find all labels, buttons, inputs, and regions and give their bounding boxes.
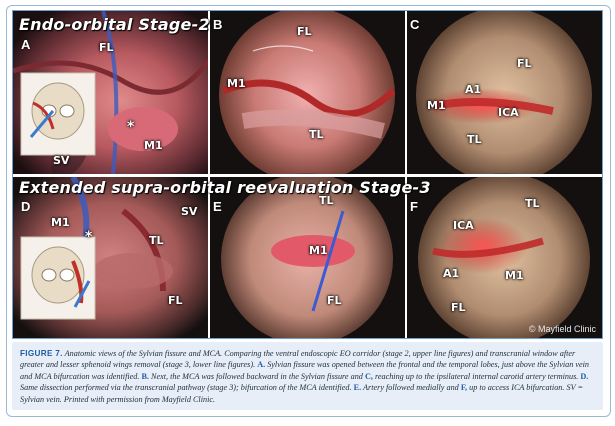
panel-b-label-tl: TL [309,128,324,141]
caption-text-d: Same dissection performed via the transc… [20,383,352,393]
panel-c-label-ica: ICA [498,106,519,119]
panel-e-letter: E [213,199,222,214]
panel-f-vessel [432,237,544,258]
figure-caption: FIGURE 7. Anatomic views of the Sylvian … [12,342,603,411]
panel-b-letter: B [213,17,223,32]
panel-e-label-fl: FL [327,294,342,307]
caption-text-e: Artery followed medially and [363,383,459,393]
horizontal-divider [13,174,602,177]
panel-a-vein [101,11,119,175]
inset-skull-stage3-orbit-right [59,268,75,282]
panel-f-label-ica: ICA [453,219,474,232]
inset-skull-stage2-corridor [32,101,55,130]
caption-letter-e: E. [353,383,362,393]
panel-c-letter: C [410,17,420,32]
panel-c-label-tl: TL [467,133,482,146]
panel-f-label-m1: M1 [505,269,524,282]
panel-d-label-tl: TL [149,234,164,247]
panel-d-label-m1: M1 [51,216,70,229]
surgical-figure: Endo-orbital Stage-2 Extended supra-orbi… [12,10,603,339]
panel-f-letter: F [410,199,418,214]
figure-page: Endo-orbital Stage-2 Extended supra-orbi… [6,5,611,417]
figure-artwork [13,11,602,338]
copyright-notice: © Mayfield Clinic [528,324,596,334]
panel-d-label-sv: SV [181,205,198,218]
panel-d-letter: D [21,199,31,214]
panel-a-label-fl: FL [99,41,114,54]
panel-f-label-fl: FL [451,301,466,314]
panel-c-label-a1: A1 [465,83,482,96]
caption-letter-a: A. [257,360,266,370]
caption-text-b: Next, the MCA was followed backward in t… [151,371,363,381]
panel-d-tissue [93,253,173,289]
caption-text-a: Sylvian fissure was opened between the f… [20,360,590,381]
panel-f-ica-glow [438,218,528,274]
panel-f-label-a1: A1 [443,267,460,280]
panel-f-label-tl: TL [525,197,540,210]
panel-b-mca [221,79,396,118]
panel-e-label-tl: TL [319,194,334,207]
panel-a-vessel [13,59,211,95]
panel-b-suture [252,45,314,52]
caption-text-c: reaching up to the ipsilateral internal … [374,371,579,381]
panel-c-label-m1: M1 [427,99,446,112]
inset-skull-stage2-endoscope [29,110,55,138]
caption-letter-b: B. [141,371,149,381]
panel-c-label-fl: FL [517,57,532,70]
panel-c-vessel [432,98,554,115]
panel-b-label-m1: M1 [227,77,246,90]
inset-skull-stage3-window [71,260,84,304]
caption-letter-c: C, [364,371,373,381]
panel-e-label-m1: M1 [309,244,328,257]
panel-a-label-asterisk: * [127,119,135,135]
panel-a-m1-vessel [108,107,178,151]
inset-skull-stage2-orbit-right [59,104,75,118]
inset-skull-stage2-cranium [31,82,85,140]
panel-d-label-asterisk: * [85,229,93,245]
stage2-title: Endo-orbital Stage-2 [19,15,210,34]
caption-figure-label: FIGURE 7. [20,349,63,358]
panel-a-label-m1: M1 [144,139,163,152]
panel-d-label-fl: FL [168,294,183,307]
inset-skull-stage3-cranium [31,246,85,304]
panel-a-letter: A [21,37,31,52]
panel-e-instrument [311,210,345,312]
panel-a-label-sv: SV [53,154,70,167]
figure-caption-box: FIGURE 7. Anatomic views of the Sylvian … [12,342,603,410]
panel-b-tl-surface [241,109,385,139]
inset-skull-stage3-instrument [73,280,91,308]
stage3-title: Extended supra-orbital reevaluation Stag… [19,178,431,197]
caption-text-intro: Anatomic views of the Sylvian fissure an… [20,349,576,370]
caption-letter-f: F, [460,383,468,393]
panel-b-label-fl: FL [297,25,312,38]
inset-skull-stage3-orbit-left [41,268,57,282]
caption-letter-d: D. [580,371,589,381]
caption-text-f: up to access ICA bifurcation. SV = Sylvi… [20,383,584,404]
